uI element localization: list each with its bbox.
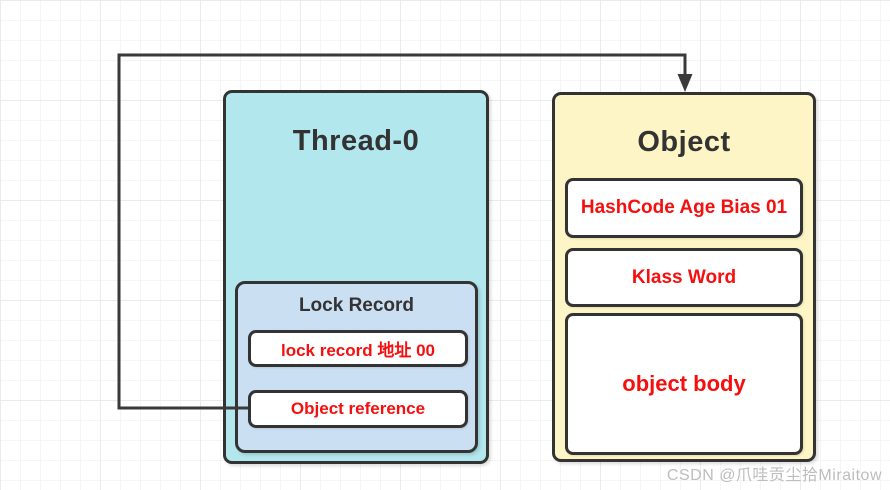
arrow-head-icon (677, 74, 693, 92)
mark-word-slot: HashCode Age Bias 01 (565, 178, 803, 238)
lock-record-title: Lock Record (298, 295, 415, 316)
csdn-watermark: CSDN @爪哇贡尘拾Miraitow (666, 467, 882, 484)
object-body-slot: object body (565, 313, 803, 455)
klass-word-slot: Klass Word (565, 248, 803, 307)
thread-box: Thread-0 Lock Record lock record 地址 00 O… (223, 90, 489, 464)
lock-record-box: Lock Record lock record 地址 00 Object ref… (235, 281, 478, 453)
object-box-title: Object (637, 126, 731, 158)
lock-record-address-slot: lock record 地址 00 (248, 330, 468, 367)
object-reference-slot: Object reference (248, 390, 468, 428)
thread-box-title: Thread-0 (292, 125, 420, 157)
object-box: Object HashCode Age Bias 01 Klass Word o… (552, 92, 816, 462)
